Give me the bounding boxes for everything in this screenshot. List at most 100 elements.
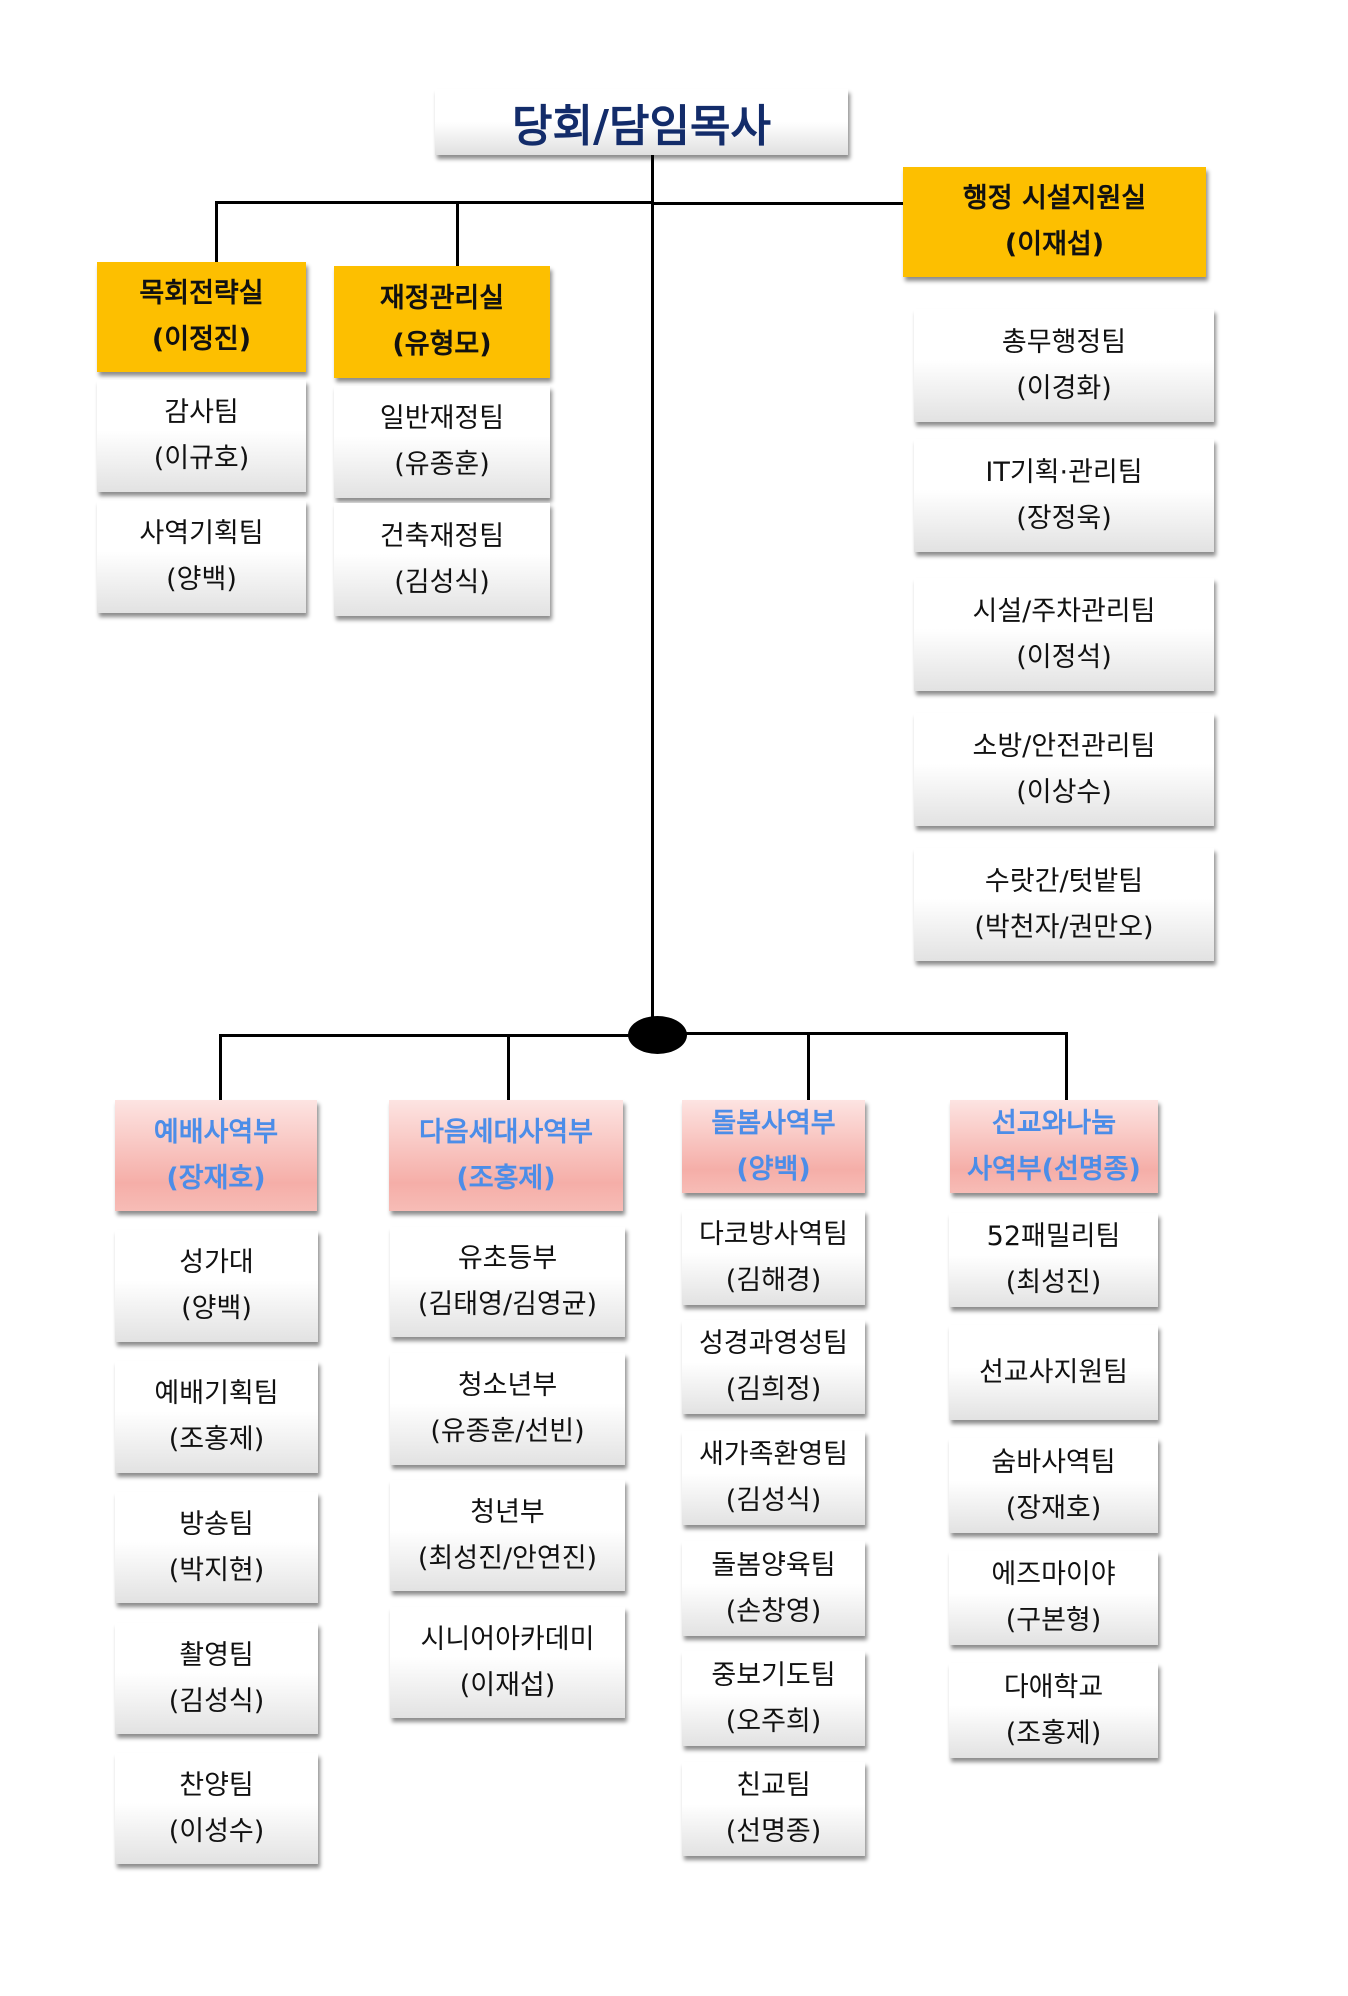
office-name: 행정 시설지원실 [962,183,1147,214]
team-name: 찬양팀 [179,1769,254,1801]
team-box[interactable]: 에즈마이야 (구본형) [949,1551,1158,1645]
team-leader: (최성진) [1005,1267,1102,1298]
team-name: 사역기획팀 [139,518,264,549]
office-leader: (유형모) [392,329,492,360]
team-name: 일반재정팀 [379,403,505,434]
team-name: 청소년부 [457,1370,558,1401]
team-box[interactable]: 수랏간/텃밭팀 (박천자/권만오) [914,848,1214,961]
ministry-leader: (장재호) [166,1162,266,1194]
team-box[interactable]: 감사팀 (이규호) [97,380,306,492]
team-name: 친교팀 [736,1770,811,1801]
team-leader: (이정석) [1016,641,1112,673]
team-box[interactable]: 52패밀리팀 (최성진) [949,1213,1158,1307]
team-leader: (박천자/권만오) [974,911,1154,943]
team-leader: (김성식) [168,1685,265,1717]
team-box[interactable]: 성가대 (양백) [115,1230,318,1342]
team-leader: (장재호) [1005,1492,1102,1524]
team-leader: (김성식) [394,566,490,598]
team-box[interactable]: 일반재정팀 (유종훈) [334,386,550,498]
team-name: 선교사지원팀 [978,1356,1129,1388]
team-box[interactable]: 시설/주차관리팀 (이정석) [914,578,1214,691]
team-leader: (유종훈/선빈) [430,1416,585,1447]
team-name: 돌봄양육팀 [711,1549,836,1581]
team-box[interactable]: 총무행정팀 (이경화) [914,309,1214,422]
team-leader: (이재섭) [459,1669,556,1701]
team-leader: (김태영/김영균) [417,1289,598,1320]
team-name: 52패밀리팀 [986,1221,1121,1252]
connector-office-2 [456,201,459,267]
team-name: 유초등부 [457,1243,558,1274]
team-box[interactable]: 다코방사역팀 (김해경) [682,1210,865,1305]
team-leader: (선명종) [725,1816,822,1847]
team-leader: (조홍제) [1005,1717,1102,1749]
team-leader: (손창영) [725,1595,822,1627]
team-box[interactable]: 청년부 (최성진/안연진) [390,1480,625,1591]
team-box[interactable]: 돌봄양육팀 (손창영) [682,1541,865,1636]
ministry-name: 예배사역부 [153,1116,279,1148]
team-box[interactable]: 성경과영성팀 (김희정) [682,1320,865,1414]
team-leader: (양백) [181,1293,252,1324]
team-leader: (이성수) [168,1815,265,1847]
root-title: 당회/담임목사 [512,101,771,152]
ministry-leader: 사역부(선명종) [967,1153,1141,1185]
team-name: 건축재정팀 [379,520,505,552]
connector-office-1 [215,201,218,263]
team-box[interactable]: 숨바사역팀 (장재호) [949,1438,1158,1533]
team-box[interactable]: 건축재정팀 (김성식) [334,503,550,616]
team-name: 다애학교 [1003,1671,1104,1703]
team-box[interactable]: IT기획·관리팀 (장정욱) [914,439,1214,552]
connector-ministry-3 [807,1032,810,1101]
team-name: 중보기도팀 [711,1659,836,1691]
team-name: 총무행정팀 [1001,326,1127,358]
top-branch-line-left [215,201,652,204]
connector-ministry-2 [507,1034,510,1101]
ministry-branch-line-right [686,1032,1068,1035]
team-leader: (박지현) [168,1554,265,1586]
office-box-admin[interactable]: 행정 시설지원실 (이재섭) [903,167,1206,277]
team-box[interactable]: 유초등부 (김태영/김영균) [390,1227,625,1337]
team-box[interactable]: 촬영팀 (김성식) [115,1623,318,1734]
team-box[interactable]: 중보기도팀 (오주희) [682,1651,865,1746]
team-leader: (조홍제) [168,1424,265,1455]
team-box[interactable]: 다애학교 (조홍제) [949,1663,1158,1758]
root-trunk-line [651,155,654,1017]
team-box[interactable]: 시니어아카데미 (이재섭) [390,1607,625,1718]
team-name: 시설/주차관리팀 [972,595,1156,627]
office-box-finance[interactable]: 재정관리실 (유형모) [334,266,550,378]
connector-ministry-1 [219,1034,222,1101]
office-name: 재정관리실 [379,283,505,314]
team-name: 새가족환영팀 [698,1439,849,1470]
team-name: 에즈마이야 [991,1559,1116,1590]
team-box[interactable]: 청소년부 (유종훈/선빈) [390,1353,625,1465]
team-name: 감사팀 [164,397,239,428]
top-branch-line-right [652,202,904,205]
team-leader: (이상수) [1016,776,1112,808]
team-box[interactable]: 친교팀 (선명종) [682,1762,865,1856]
team-leader: (김희정) [725,1374,822,1405]
team-leader: (이경화) [1016,372,1112,404]
ministry-leader: (양백) [736,1153,811,1185]
team-name: 청년부 [470,1496,545,1528]
ministry-leader: (조홍제) [456,1162,556,1194]
ministry-box-care[interactable]: 돌봄사역부 (양백) [682,1100,865,1193]
team-name: 성가대 [179,1247,254,1278]
team-name: 방송팀 [179,1508,254,1540]
team-box[interactable]: 사역기획팀 (양백) [97,501,306,613]
ministry-box-worship[interactable]: 예배사역부 (장재호) [115,1100,317,1211]
team-name: 촬영팀 [179,1639,254,1671]
team-box[interactable]: 선교사지원팀 [949,1325,1158,1420]
team-leader: (장정욱) [1016,502,1112,534]
team-box[interactable]: 새가족환영팀 (김성식) [682,1431,865,1525]
team-name: 다코방사역팀 [698,1218,849,1250]
team-leader: (김해경) [725,1264,822,1296]
ministry-box-next-generation[interactable]: 다음세대사역부 (조홍제) [389,1100,623,1211]
team-box[interactable]: 소방/안전관리팀 (이상수) [914,713,1214,826]
team-box[interactable]: 방송팀 (박지현) [115,1492,318,1603]
root-box[interactable]: 당회/담임목사 [435,89,848,155]
office-box-strategy[interactable]: 목회전략실 (이정진) [97,262,306,372]
team-box[interactable]: 찬양팀 (이성수) [115,1753,318,1864]
connector-ministry-4 [1065,1032,1068,1101]
team-leader: (구본형) [1005,1605,1102,1636]
ministry-box-mission[interactable]: 선교와나눔 사역부(선명종) [950,1100,1158,1193]
team-box[interactable]: 예배기획팀 (조홍제) [115,1361,318,1473]
